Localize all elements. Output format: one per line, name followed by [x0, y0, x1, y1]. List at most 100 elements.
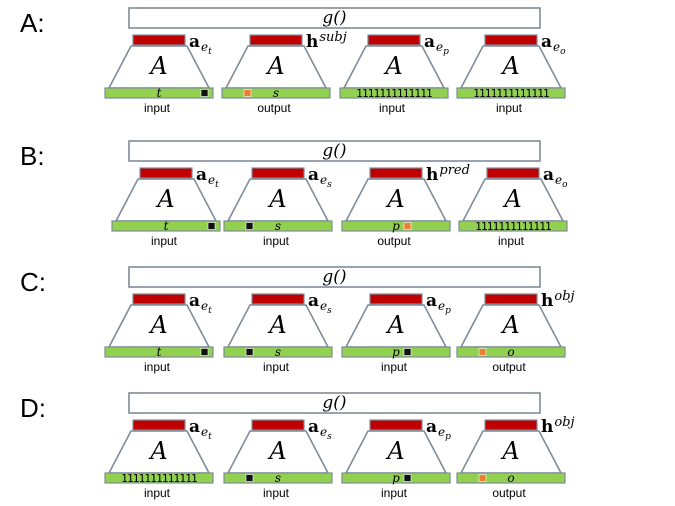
input-sequence-bar: [341, 472, 451, 484]
token-marker: [245, 222, 254, 230]
output-vector-bar: [367, 34, 421, 46]
output-vector-bar: [132, 293, 186, 305]
role-label: input: [381, 486, 408, 500]
token-marker: [245, 474, 254, 482]
input-sequence-bar: [223, 220, 333, 232]
output-vector-bar: [139, 167, 193, 179]
model-label: A: [385, 185, 404, 213]
vector-label: aes: [308, 417, 332, 442]
model-label: A: [385, 437, 404, 465]
role-label: input: [144, 486, 171, 500]
output-vector-bar: [251, 419, 305, 431]
input-sequence-bar: [104, 346, 214, 358]
g-function-box: [128, 392, 541, 414]
token-marker: [207, 222, 216, 230]
segment-label: p: [392, 345, 400, 359]
model-label: A: [148, 52, 167, 80]
token-marker: [403, 474, 412, 482]
g-function-label: g(): [322, 141, 346, 161]
model-label: A: [500, 437, 519, 465]
segment-label: t: [164, 219, 169, 233]
segment-label: p: [392, 219, 400, 233]
model-label: A: [267, 311, 286, 339]
output-vector-bar: [369, 419, 423, 431]
token-marker: [200, 348, 209, 356]
token-marker: [245, 348, 254, 356]
input-sequence-bar: [104, 87, 214, 99]
segment-label: o: [507, 471, 514, 485]
row-label: A:: [20, 8, 45, 38]
model-label: A: [155, 185, 174, 213]
vector-label: aes: [308, 291, 332, 316]
token-marker: [403, 348, 412, 356]
output-position-marker: [243, 89, 252, 97]
role-label: input: [379, 101, 406, 115]
input-sequence-bar: [341, 346, 451, 358]
input-sequence-bar: [456, 472, 566, 484]
model-label: A: [500, 52, 519, 80]
output-vector-bar: [132, 419, 186, 431]
model-label: A: [148, 437, 167, 465]
g-function-label: g(): [322, 267, 346, 287]
model-label: A: [267, 185, 286, 213]
segment-label: s: [273, 86, 279, 100]
output-vector-bar: [249, 34, 303, 46]
vector-label: aet: [189, 32, 212, 57]
mask-ones-label: 1111111111111: [121, 472, 197, 485]
role-label: input: [263, 486, 290, 500]
input-sequence-bar: [111, 220, 221, 232]
input-sequence-bar: [223, 472, 333, 484]
output-position-marker: [478, 348, 487, 356]
output-vector-bar: [369, 293, 423, 305]
output-vector-bar: [484, 34, 538, 46]
input-sequence-bar: [458, 220, 568, 232]
role-label: input: [263, 234, 290, 248]
input-sequence-bar: [223, 346, 333, 358]
role-label: output: [257, 101, 291, 115]
model-label: A: [267, 437, 286, 465]
role-label: input: [496, 101, 523, 115]
model-label: A: [500, 311, 519, 339]
vector-label: aes: [308, 165, 332, 190]
input-sequence-bar: [104, 472, 214, 484]
model-label: A: [385, 311, 404, 339]
mask-ones-label: 1111111111111: [356, 87, 432, 100]
vector-label: aet: [189, 291, 212, 316]
output-vector-bar: [251, 293, 305, 305]
segment-label: s: [275, 471, 281, 485]
vector-label: aeo: [543, 165, 568, 190]
output-vector-bar: [484, 419, 538, 431]
g-function-label: g(): [322, 8, 346, 28]
mask-ones-label: 1111111111111: [473, 87, 549, 100]
segment-label: s: [275, 219, 281, 233]
g-function-box: [128, 266, 541, 288]
segment-label: t: [157, 345, 162, 359]
input-sequence-bar: [456, 87, 566, 99]
vector-label: aeo: [541, 32, 566, 57]
vector-label: aep: [426, 417, 451, 442]
output-position-marker: [403, 222, 412, 230]
vector-label: hobj: [541, 289, 575, 311]
g-function-box: [128, 140, 541, 162]
role-label: input: [263, 360, 290, 374]
token-marker: [200, 89, 209, 97]
segment-label: t: [157, 86, 162, 100]
model-label: A: [383, 52, 402, 80]
row-label: C:: [20, 267, 46, 297]
role-label: input: [498, 234, 525, 248]
model-label: A: [502, 185, 521, 213]
